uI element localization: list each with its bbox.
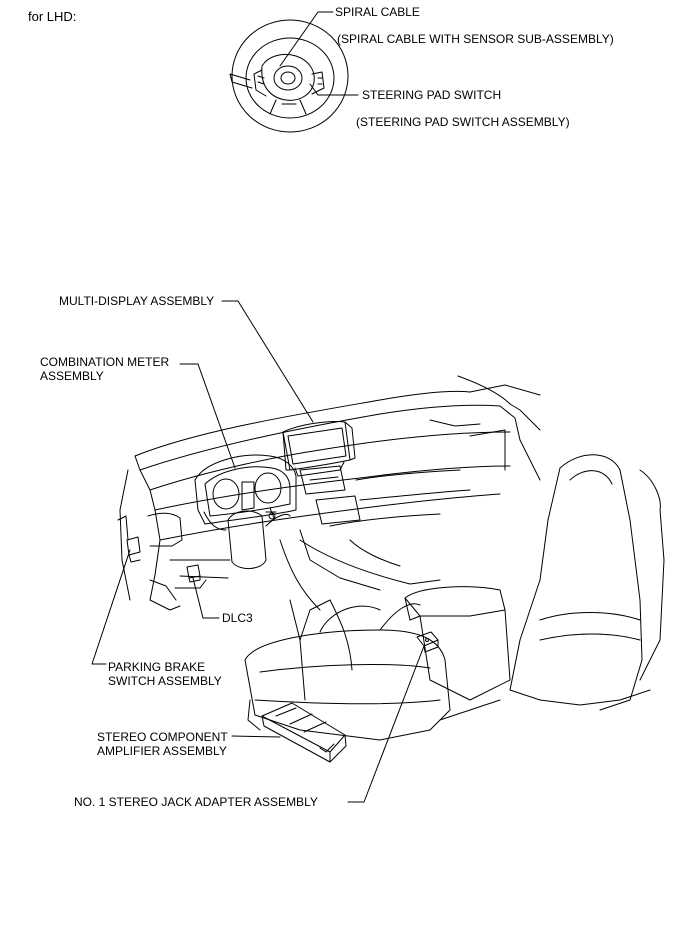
parking-brake-label-line2: SWITCH ASSEMBLY bbox=[108, 674, 222, 688]
multi-display-label: MULTI-DISPLAY ASSEMBLY bbox=[59, 294, 215, 308]
passenger-seat-illustration bbox=[510, 455, 664, 710]
combination-meter-label-line2: ASSEMBLY bbox=[40, 369, 104, 383]
multi-display-leader-line bbox=[222, 301, 313, 422]
steering-wheel-illustration bbox=[230, 20, 348, 132]
dlc3-illustration bbox=[187, 565, 200, 582]
parking-brake-leader-line bbox=[92, 550, 130, 664]
stereo-jack-label: NO. 1 STEREO JACK ADAPTER ASSEMBLY bbox=[74, 795, 318, 809]
dlc3-leader-line bbox=[193, 578, 219, 618]
stereo-amplifier-label-line2: AMPLIFIER ASSEMBLY bbox=[97, 744, 227, 758]
driver-seat-illustration bbox=[245, 600, 500, 740]
spiral-cable-subtitle: (SPIRAL CABLE WITH SENSOR SUB-ASSEMBLY) bbox=[337, 32, 614, 46]
steering-pad-switch-label: STEERING PAD SWITCH bbox=[362, 88, 502, 102]
spiral-cable-leader-line bbox=[280, 12, 333, 66]
stereo-amplifier-leader-line bbox=[232, 736, 280, 737]
parking-brake-switch-illustration bbox=[118, 516, 140, 562]
stereo-amplifier-label-line1: STEREO COMPONENT bbox=[97, 730, 228, 744]
dlc3-label: DLC3 bbox=[222, 611, 253, 625]
stereo-amplifier-illustration bbox=[262, 703, 346, 762]
console-box-illustration bbox=[405, 587, 510, 700]
header-label: for LHD: bbox=[28, 9, 77, 24]
stereo-jack-leader-line bbox=[348, 646, 424, 802]
parking-brake-label-line1: PARKING BRAKE bbox=[108, 660, 206, 674]
multi-display-illustration bbox=[283, 421, 355, 476]
dashboard-illustration bbox=[120, 376, 540, 700]
steering-pad-switch-subtitle: (STEERING PAD SWITCH ASSEMBLY) bbox=[356, 115, 570, 129]
combination-meter-leader-line bbox=[180, 364, 235, 468]
combination-meter-illustration bbox=[195, 455, 296, 524]
steering-pad-switch-leader-line bbox=[310, 84, 358, 95]
combination-meter-label-line1: COMBINATION METER bbox=[40, 355, 170, 369]
spiral-cable-label: SPIRAL CABLE bbox=[335, 5, 420, 19]
